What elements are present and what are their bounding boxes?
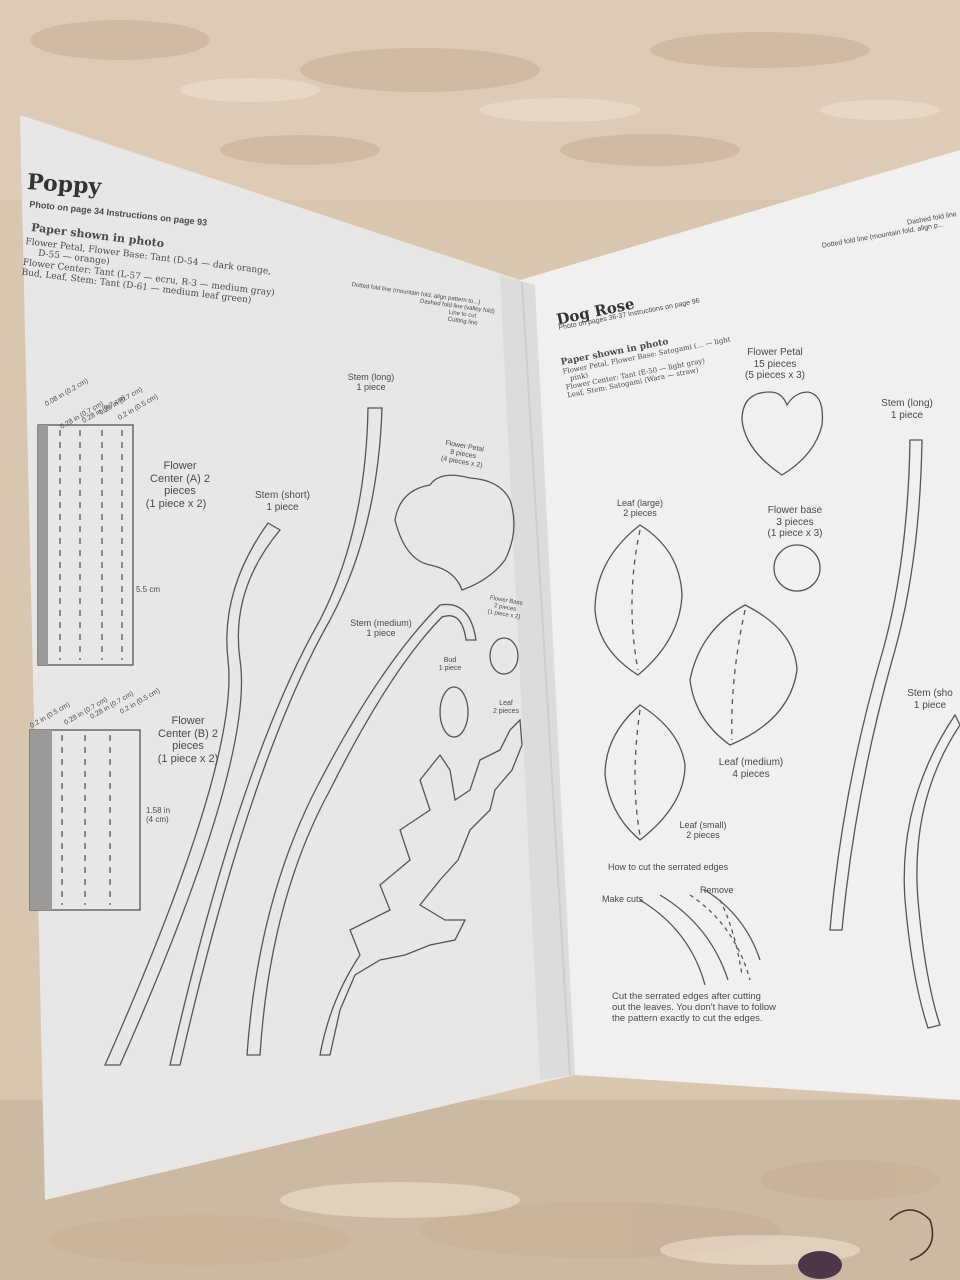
flower-center-b-label: Flower Center (B) 2 pieces (1 piece x 2) <box>146 715 230 766</box>
label-line: 15 pieces <box>753 358 797 370</box>
label-line: (1 piece x 3) <box>767 528 823 539</box>
label-line: (4 cm) <box>146 815 169 825</box>
poppy-stem-long-label: Stem (long) 1 piece <box>336 372 406 393</box>
label-line: 1 piece <box>438 665 462 673</box>
label-line: Leaf <box>499 700 513 707</box>
stem-long-shape <box>169 407 383 1066</box>
label-line: 1 piece <box>356 382 386 393</box>
label-line: 1 piece <box>913 699 947 711</box>
flower-base-shape <box>489 637 519 675</box>
stem-medium-shape <box>246 603 477 1056</box>
label-line: 2 pieces <box>623 508 657 519</box>
label-line: Center (A) 2 <box>150 472 210 485</box>
label-line: 1 piece <box>366 628 396 639</box>
leaf-medium-label: Leaf (medium) 4 pieces <box>710 757 792 780</box>
leaf-large-shape <box>594 524 683 676</box>
label-line: Leaf (small) <box>679 820 727 830</box>
leaf-small-shape <box>604 704 686 841</box>
flower-center-b-height: 1.58 in (4 cm) <box>146 806 170 824</box>
label-line: 1 piece <box>266 501 299 513</box>
note-line: out the leaves. You don't have to follow <box>612 1001 776 1013</box>
label-line: Stem (long) <box>881 398 933 409</box>
label-line: 3 pieces <box>776 516 814 528</box>
dog-rose-petal-label: Flower Petal 15 pieces (5 pieces x 3) <box>735 347 815 382</box>
poppy-bud-label: Bud 1 piece <box>430 657 470 673</box>
label-line: (1 piece x 2) <box>157 752 219 765</box>
label-line: Flower base <box>767 505 823 516</box>
poppy-title: Poppy <box>26 169 103 201</box>
flower-center-a-height: 5.5 cm <box>136 585 161 594</box>
label-line: Leaf (large) <box>616 498 664 508</box>
remove-label: Remove <box>700 885 734 895</box>
label-line: 1.58 in <box>146 806 171 815</box>
label-line: 1 piece <box>890 409 924 421</box>
note-line: Cut the serrated edges after cutting <box>612 991 761 1002</box>
label-line: Flower <box>163 460 197 472</box>
leaf-shape <box>319 718 523 1056</box>
label-line: 2 pieces <box>686 830 720 841</box>
note-line: the pattern exactly to cut the edges. <box>612 1012 763 1024</box>
label-line: pieces <box>164 485 196 498</box>
label-line: (1 piece x 2) <box>145 497 207 510</box>
stem-short-right-shape <box>903 713 960 1029</box>
label-line: Bud <box>443 657 457 664</box>
label-line: Leaf (medium) <box>718 757 784 768</box>
cut-note: Cut the serrated edges after cutting out… <box>612 991 776 1025</box>
label-line: Flower Petal <box>747 347 803 358</box>
label-line: 2 pieces <box>492 708 520 716</box>
dog-rose-stem-long-label: Stem (long) 1 piece <box>872 398 942 421</box>
stem-long-right-shape <box>829 439 923 931</box>
poppy-stem-medium-label: Stem (medium) 1 piece <box>342 618 420 639</box>
flower-petal-shape <box>394 474 515 591</box>
label-line: Stem (sho <box>907 688 953 699</box>
label-line: Stem (medium) <box>350 618 412 628</box>
dog-rose-stem-short-label: Stem (sho 1 piece <box>900 688 960 711</box>
flower-center-a-label: Flower Center (A) 2 pieces (1 piece x 2) <box>140 460 220 511</box>
label-line: Stem (short) <box>254 490 310 501</box>
dog-rose-petal-shape <box>741 391 824 476</box>
label-line: pieces <box>172 740 204 753</box>
label-line: 4 pieces <box>732 768 770 780</box>
dog-rose-base-label: Flower base 3 pieces (1 piece x 3) <box>755 505 835 540</box>
label-line: Center (B) 2 <box>158 727 218 740</box>
make-cuts-label: Make cuts <box>602 894 644 904</box>
poppy-leaf-label: Leaf 2 pieces <box>488 700 524 716</box>
howto-title: How to cut the serrated edges <box>608 862 729 872</box>
leaf-medium-shape <box>689 604 798 746</box>
label-line: Stem (long) <box>347 372 395 382</box>
leaf-large-label: Leaf (large) 2 pieces <box>610 498 670 519</box>
stem-short-shape <box>104 522 281 1066</box>
label-line: (5 pieces x 3) <box>744 370 806 381</box>
dog-rose-base-shape <box>773 544 821 592</box>
leaf-small-label: Leaf (small) 2 pieces <box>670 820 736 841</box>
poppy-stem-short-label: Stem (short) 1 piece <box>245 490 320 513</box>
label-line: Flower <box>171 715 205 727</box>
bud-shape <box>439 686 469 738</box>
